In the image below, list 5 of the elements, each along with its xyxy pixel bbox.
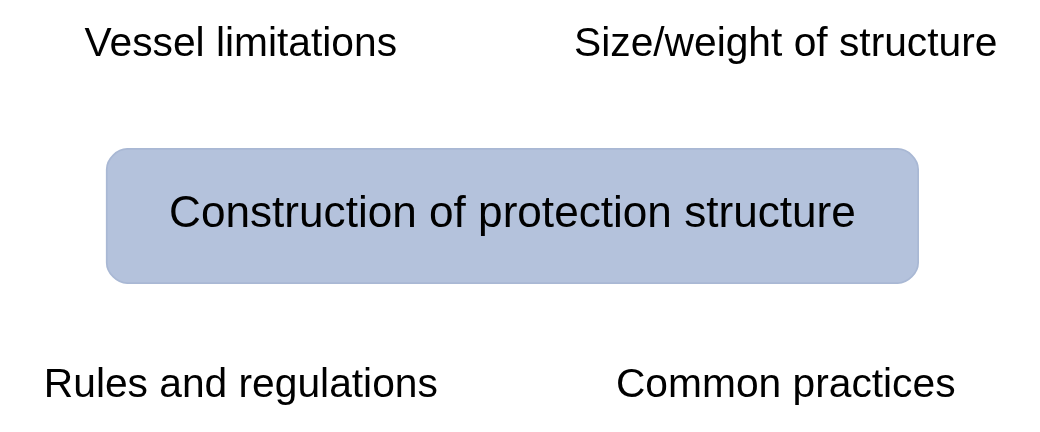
label: Vessel limitations (84, 18, 397, 65)
label: Common practices (615, 360, 956, 407)
node-box: Construction of protection structure (105, 148, 919, 284)
label: Rules and regulations (43, 360, 438, 407)
label: Size/weight of structure (573, 18, 997, 65)
